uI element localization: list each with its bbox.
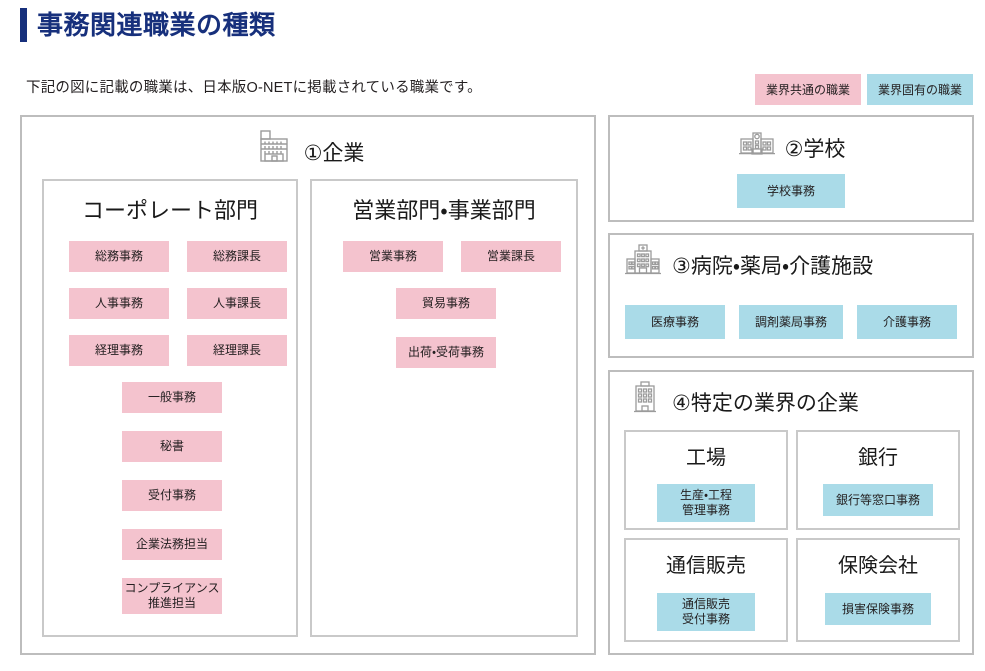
subpanel-factory-title: 工場 [686,447,726,469]
panel-company-header: ①企業 [22,127,594,176]
job-chip-tsuushin-line2: 受付事務 [681,612,730,626]
subpanel-corporate-title: コーポレート部門 [81,198,258,223]
office-building-icon [252,127,296,176]
subpanel-mail-order: 通信販売 通信販売 受付事務 [624,538,788,642]
subpanel-bank: 銀行 銀行等窓口事務 [796,430,960,530]
school-building-icon [737,125,777,170]
panel-industry-header: ④特定の業界の企業 [626,378,972,425]
subpanel-factory: 工場 生産・工程 管理事務 [624,430,788,530]
panel-industry: ④特定の業界の企業 工場 生産・工程 管理事務 銀行 銀行等窓口事務 通信販売 [608,370,974,655]
job-chip-hisho[interactable]: 秘書 [122,431,222,462]
job-chip-keiri-kachou[interactable]: 経理課長 [187,335,287,366]
job-chip-seisan-line1: 生産・工程 [679,488,733,502]
job-chip-kaigo-jimu[interactable]: 介護事務 [857,305,957,339]
panel-school-header: ②学校 [610,125,972,170]
subpanel-corporate-department: コーポレート部門 総務事務 総務課長 人事事務 人事課長 経理事務 経理課長 一… [42,179,298,637]
panel-industry-title: ④特定の業界の企業 [672,391,859,415]
page-title-text: 事務関連職業の種類 [37,10,276,40]
job-chip-shukka-juka-jimu[interactable]: 出荷・受荷事務 [396,337,496,368]
job-chip-soumu-kachou[interactable]: 総務課長 [187,241,287,272]
job-chip-eigyou-jimu[interactable]: 営業事務 [343,241,443,272]
panel-medical-header: ③病院・薬局・介護施設 [622,241,972,288]
job-chip-ginkou-madoguchi-jimu[interactable]: 銀行等窓口事務 [823,484,933,516]
title-accent-bar [20,8,27,42]
medical-chip-row: 医療事務 調剤薬局事務 介護事務 [610,305,972,339]
job-chip-jinji-jimu[interactable]: 人事事務 [69,288,169,319]
job-chip-seisan-kouteikanri-jimu[interactable]: 生産・工程 管理事務 [657,484,755,522]
job-chip-seisan-line2: 管理事務 [681,503,730,517]
job-chip-tsuushin-hanbai-uketsuke-jimu[interactable]: 通信販売 受付事務 [657,593,755,631]
corporate-chip-grid: 総務事務 総務課長 人事事務 人事課長 経理事務 経理課長 [69,241,287,366]
job-chip-gakkou-jimu[interactable]: 学校事務 [737,174,845,208]
job-chip-chouzai-yakkyoku-jimu[interactable]: 調剤薬局事務 [739,305,843,339]
job-chip-eigyou-kachou[interactable]: 営業課長 [461,241,561,272]
subpanel-sales-department: 営業部門・事業部門 営業事務 営業課長 貿易事務 出荷・受荷事務 [310,179,578,637]
legend: 業界共通の職業 業界固有の職業 [754,74,973,105]
panel-medical: ③病院・薬局・介護施設 医療事務 調剤薬局事務 介護事務 [608,233,974,358]
job-chip-soumu-jimu[interactable]: 総務事務 [69,241,169,272]
job-chip-songai-hoken-jimu[interactable]: 損害保険事務 [825,593,931,625]
panel-school-title: ②学校 [784,137,846,161]
subpanel-bank-title: 銀行 [858,447,898,469]
job-chip-kigyou-houmu[interactable]: 企業法務担当 [122,529,222,560]
panel-company: ①企業 コーポレート部門 総務事務 総務課長 人事事務 人事課長 経理事務 経理… [20,115,596,655]
subpanel-mail-order-title: 通信販売 [666,555,746,577]
job-chip-compliance-line2: 推進担当 [147,596,196,610]
sales-chip-grid: 営業事務 営業課長 [343,241,561,272]
job-chip-jinji-kachou[interactable]: 人事課長 [187,288,287,319]
mail-order-chip-row: 通信販売 受付事務 [626,593,786,631]
factory-chip-row: 生産・工程 管理事務 [626,484,786,522]
subpanel-insurance: 保険会社 損害保険事務 [796,538,960,642]
job-chip-ippan-jimu[interactable]: 一般事務 [122,382,222,413]
job-chip-compliance[interactable]: コンプライアンス 推進担当 [122,578,222,614]
job-chip-compliance-line1: コンプライアンス [124,581,220,595]
page-subtitle: 下記の図に記載の職業は、日本版O-NETに掲載されている職業です。 [26,80,482,96]
tall-building-icon [626,378,664,425]
legend-specific-industry: 業界固有の職業 [866,74,973,105]
hospital-building-icon [622,241,664,288]
insurance-chip-row: 損害保険事務 [798,593,958,625]
panel-medical-title: ③病院・薬局・介護施設 [672,254,874,278]
subpanel-sales-title: 営業部門・事業部門 [352,198,536,223]
job-chip-uketsuke-jimu[interactable]: 受付事務 [122,480,222,511]
subpanel-insurance-title: 保険会社 [838,555,918,577]
school-chip-row: 学校事務 [610,174,972,208]
panel-company-title: ①企業 [303,141,365,165]
job-chip-tsuushin-line1: 通信販売 [681,597,730,611]
bank-chip-row: 銀行等窓口事務 [798,484,958,516]
legend-common-industry: 業界共通の職業 [754,74,861,105]
job-chip-keiri-jimu[interactable]: 経理事務 [69,335,169,366]
job-chip-iryou-jimu[interactable]: 医療事務 [625,305,725,339]
panel-school: ②学校 学校事務 [608,115,974,222]
job-chip-boueki-jimu[interactable]: 貿易事務 [396,288,496,319]
page-title: 事務関連職業の種類 [20,8,276,42]
